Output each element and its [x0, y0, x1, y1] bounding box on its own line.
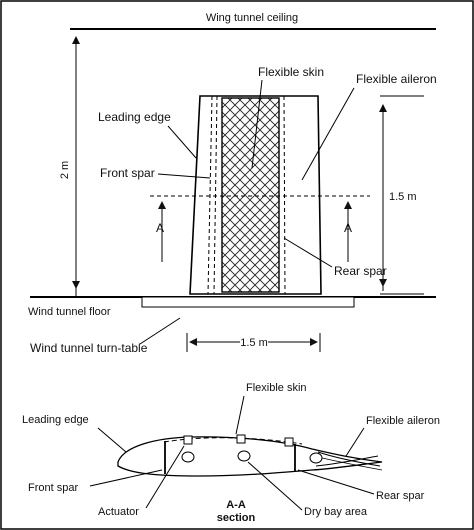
span-dimension-label: 1.5 m: [389, 191, 417, 203]
top-flexible-aileron-label: Flexible aileron: [356, 72, 437, 86]
section-flexible-aileron-label: Flexible aileron: [366, 415, 440, 427]
flexible-skin-lattice: [221, 97, 280, 293]
section-dry-bay-label: Dry bay area: [304, 506, 368, 518]
section-front-spar-label: Front spar: [28, 482, 78, 494]
top-rear-spar-label: Rear spar: [334, 264, 387, 278]
section-word: section: [217, 512, 256, 524]
aileron-line-3: [321, 457, 383, 471]
top-leading-edge-leader: [167, 125, 197, 159]
top-front-spar-leader: [157, 173, 211, 179]
section-leading-edge-leader: [97, 427, 127, 453]
top-rear-spar-leader: [283, 237, 333, 268]
front-spar-line-2: [213, 95, 218, 295]
actuator-1: [183, 435, 193, 445]
chord-dimension-label: 1.5 m: [240, 337, 268, 349]
section-front-spar-leader: [89, 469, 163, 487]
section-marker-left: A: [156, 221, 164, 235]
dry-bay-2: [237, 450, 251, 462]
actuator-2: [236, 434, 246, 444]
turntable-leader: [139, 317, 181, 345]
top-flexible-skin-leader: [251, 79, 263, 169]
turntable: [141, 296, 355, 308]
top-leading-edge-label: Leading edge: [98, 110, 171, 124]
section-actuator-label: Actuator: [98, 506, 139, 518]
top-front-spar-label: Front spar: [100, 166, 155, 180]
aileron-line-1: [317, 451, 381, 467]
top-flexible-skin-label: Flexible skin: [258, 65, 324, 79]
actuator-3: [284, 437, 294, 447]
section-leading-edge-label: Leading edge: [22, 414, 89, 426]
height-dimension-label: 2 m: [59, 161, 71, 179]
section-dry-bay-leader: [247, 461, 303, 511]
floor-label: Wind tunnel floor: [28, 306, 111, 318]
section-flexible-aileron-leader: [345, 427, 365, 457]
aileron-line-2: [315, 455, 379, 467]
section-flexible-skin-label: Flexible skin: [246, 382, 307, 394]
section-title: A-A: [226, 499, 246, 511]
top-flexible-aileron-leader: [301, 87, 355, 181]
ceiling-label: Wing tunnel ceiling: [206, 12, 298, 24]
section-rear-spar-leader: [297, 469, 375, 495]
section-flexible-skin-leader: [235, 395, 245, 435]
section-rear-spar-label: Rear spar: [376, 490, 425, 502]
front-spar-line-1: [207, 95, 213, 295]
section-actuator-leader: [145, 445, 185, 509]
rear-spar-line: [283, 95, 286, 295]
dry-bay-3: [309, 452, 323, 464]
section-marker-right: A: [344, 221, 352, 235]
turntable-label: Wind tunnel turn-table: [30, 341, 148, 355]
dry-bay-1: [181, 451, 195, 463]
